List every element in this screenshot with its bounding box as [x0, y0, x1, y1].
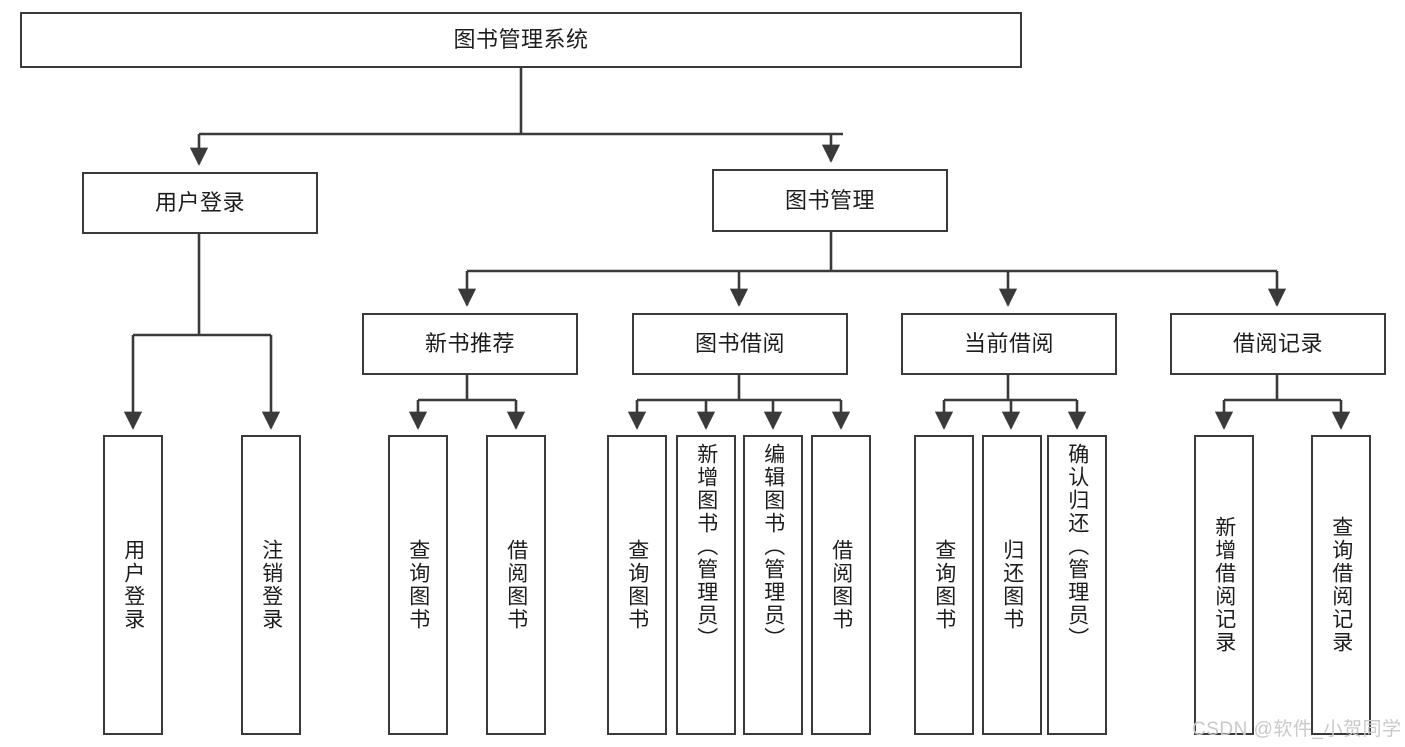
leaf-label: 查询借阅记录	[1329, 516, 1353, 654]
leaf-label: 借阅图书	[829, 539, 853, 631]
node-user-login-label: 用户登录	[154, 190, 245, 216]
leaf-book-borrow-2[interactable]: 新增图书（管理员）	[676, 435, 736, 735]
leaf-new-book-1[interactable]: 查询图书	[388, 435, 448, 735]
leaf-new-book-2[interactable]: 借阅图书	[486, 435, 546, 735]
leaf-label: 用户登录	[121, 539, 145, 631]
leaf-current-borrow-3[interactable]: 确认归还（管理员）	[1047, 435, 1107, 735]
node-book-manage[interactable]: 图书管理	[712, 169, 948, 232]
leaf-borrow-record-1[interactable]: 新增借阅记录	[1194, 435, 1254, 735]
node-user-login[interactable]: 用户登录	[82, 172, 318, 234]
node-current-borrow[interactable]: 当前借阅	[901, 313, 1117, 375]
leaf-label: 新增借阅记录	[1212, 516, 1236, 654]
node-current-borrow-label: 当前借阅	[963, 331, 1054, 357]
leaf-label: 确认归还（管理员）	[1065, 443, 1089, 650]
leaf-label: 借阅图书	[504, 539, 528, 631]
leaf-label: 查询图书	[932, 539, 956, 631]
csdn-watermark: CSDN @软件_小贺同学	[1192, 719, 1402, 740]
leaf-book-borrow-1[interactable]: 查询图书	[607, 435, 667, 735]
leaf-label: 新增图书（管理员）	[694, 443, 718, 650]
node-book-borrow[interactable]: 图书借阅	[632, 313, 848, 375]
node-new-book-recommend-label: 新书推荐	[424, 331, 515, 357]
leaf-book-borrow-3[interactable]: 编辑图书（管理员）	[743, 435, 803, 735]
node-borrow-record-label: 借阅记录	[1232, 331, 1323, 357]
node-borrow-record[interactable]: 借阅记录	[1170, 313, 1386, 375]
node-book-manage-label: 图书管理	[784, 187, 875, 213]
leaf-user-login-1[interactable]: 用户登录	[103, 435, 163, 735]
leaf-user-login-2[interactable]: 注销登录	[241, 435, 301, 735]
leaf-label: 查询图书	[625, 539, 649, 631]
leaf-current-borrow-1[interactable]: 查询图书	[914, 435, 974, 735]
leaf-label: 编辑图书（管理员）	[761, 443, 785, 650]
leaf-label: 查询图书	[406, 539, 430, 631]
leaf-borrow-record-2[interactable]: 查询借阅记录	[1311, 435, 1371, 735]
node-new-book-recommend[interactable]: 新书推荐	[362, 313, 578, 375]
leaf-book-borrow-4[interactable]: 借阅图书	[811, 435, 871, 735]
leaf-label: 归还图书	[1000, 539, 1024, 631]
leaf-label: 注销登录	[259, 539, 283, 631]
node-book-borrow-label: 图书借阅	[694, 331, 785, 357]
leaf-current-borrow-2[interactable]: 归还图书	[982, 435, 1042, 735]
node-root-label: 图书管理系统	[453, 27, 589, 53]
node-root[interactable]: 图书管理系统	[20, 12, 1022, 68]
